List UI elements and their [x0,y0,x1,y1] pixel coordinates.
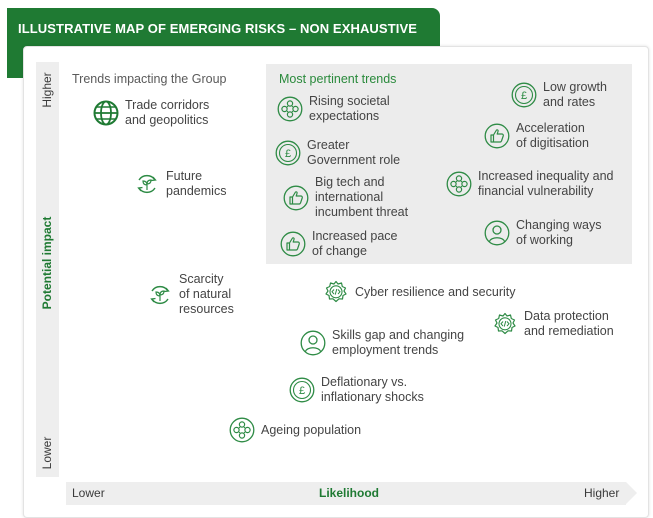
svg-text:£: £ [285,148,291,160]
recycle-leaf-icon [134,171,160,197]
risk-label: Data protection and remediation [524,309,614,338]
x-axis-low-label: Lower [72,486,105,500]
risk-label: Changing ways of working [516,218,602,247]
risk-rising-societal-expectations: Rising societal expectations [277,94,390,124]
risk-label: Trade corridors and geopolitics [125,98,210,127]
network-people-icon [229,417,255,443]
pertinent-trends-label: Most pertinent trends [279,72,397,86]
risk-future-pandemics: Future pandemics [134,169,226,199]
map-title: ILLUSTRATIVE MAP OF EMERGING RISKS – NON… [18,21,417,36]
risk-label: Increased pace of change [312,229,398,258]
risk-scarcity-of-resources: Scarcity of natural resources [147,272,234,317]
person-icon [300,330,326,356]
x-axis-bar [66,482,626,505]
person-icon [484,220,510,246]
y-axis-low-label: Lower [40,436,54,470]
svg-text:£: £ [521,90,527,102]
svg-text:£: £ [299,385,305,397]
risk-label: Ageing population [261,422,362,437]
x-axis-high-label: Higher [584,486,620,500]
x-axis-arrow-icon [626,482,637,504]
y-axis-bar [36,62,59,477]
risk-label: Cyber resilience and security [355,284,516,299]
network-people-icon [446,171,472,197]
pound-coin-icon: £ [275,140,301,166]
x-axis-title: Likelihood [319,486,379,500]
gear-code-icon [492,311,518,337]
thumbs-up-icon [280,231,306,257]
pertinent-trends-box [266,64,632,264]
recycle-leaf-icon [147,282,173,308]
network-people-icon [277,96,303,122]
risk-changing-ways-of-working: Changing ways of working [484,218,601,248]
risk-increased-pace-of-change: Increased pace of change [280,229,397,259]
risk-ageing-population: Ageing population [229,417,361,443]
risk-cyber-resilience: Cyber resilience and security [323,279,516,305]
risk-skills-gap: Skills gap and changing employment trend… [300,328,464,358]
risk-label: Future pandemics [166,169,227,198]
risk-label: Increased inequality and financial vulne… [478,169,614,198]
risk-data-protection: Data protection and remediation [492,309,614,339]
risk-increased-inequality: Increased inequality and financial vulne… [446,169,614,199]
risk-label: Greater Government role [307,138,401,167]
thumbs-up-icon [283,185,309,211]
pound-coin-icon: £ [511,82,537,108]
pound-coin-icon: £ [289,377,315,403]
risk-low-growth-and-rates: £ Low growth and rates [511,80,607,110]
risk-big-tech-threat: Big tech and international incumbent thr… [283,175,408,220]
risk-greater-government-role: £ Greater Government role [275,138,400,168]
group-trends-label: Trends impacting the Group [72,72,227,86]
risk-deflationary-inflationary: £ Deflationary vs. inflationary shocks [289,375,424,405]
risk-acceleration-of-digitisation: Acceleration of digitisation [484,121,589,151]
risk-label: Big tech and international incumbent thr… [315,175,409,219]
risk-trade-corridors: Trade corridors and geopolitics [93,98,209,128]
globe-icon [93,100,119,126]
risk-label: Rising societal expectations [309,94,390,123]
y-axis-title: Potential impact [40,216,54,310]
gear-code-icon [323,279,349,305]
risk-label: Low growth and rates [543,80,607,109]
risk-label: Scarcity of natural resources [179,272,234,316]
risk-label: Acceleration of digitisation [516,121,589,150]
risk-label: Deflationary vs. inflationary shocks [321,375,424,404]
risk-label: Skills gap and changing employment trend… [332,328,465,357]
thumbs-up-icon [484,123,510,149]
y-axis-high-label: Higher [40,72,54,108]
